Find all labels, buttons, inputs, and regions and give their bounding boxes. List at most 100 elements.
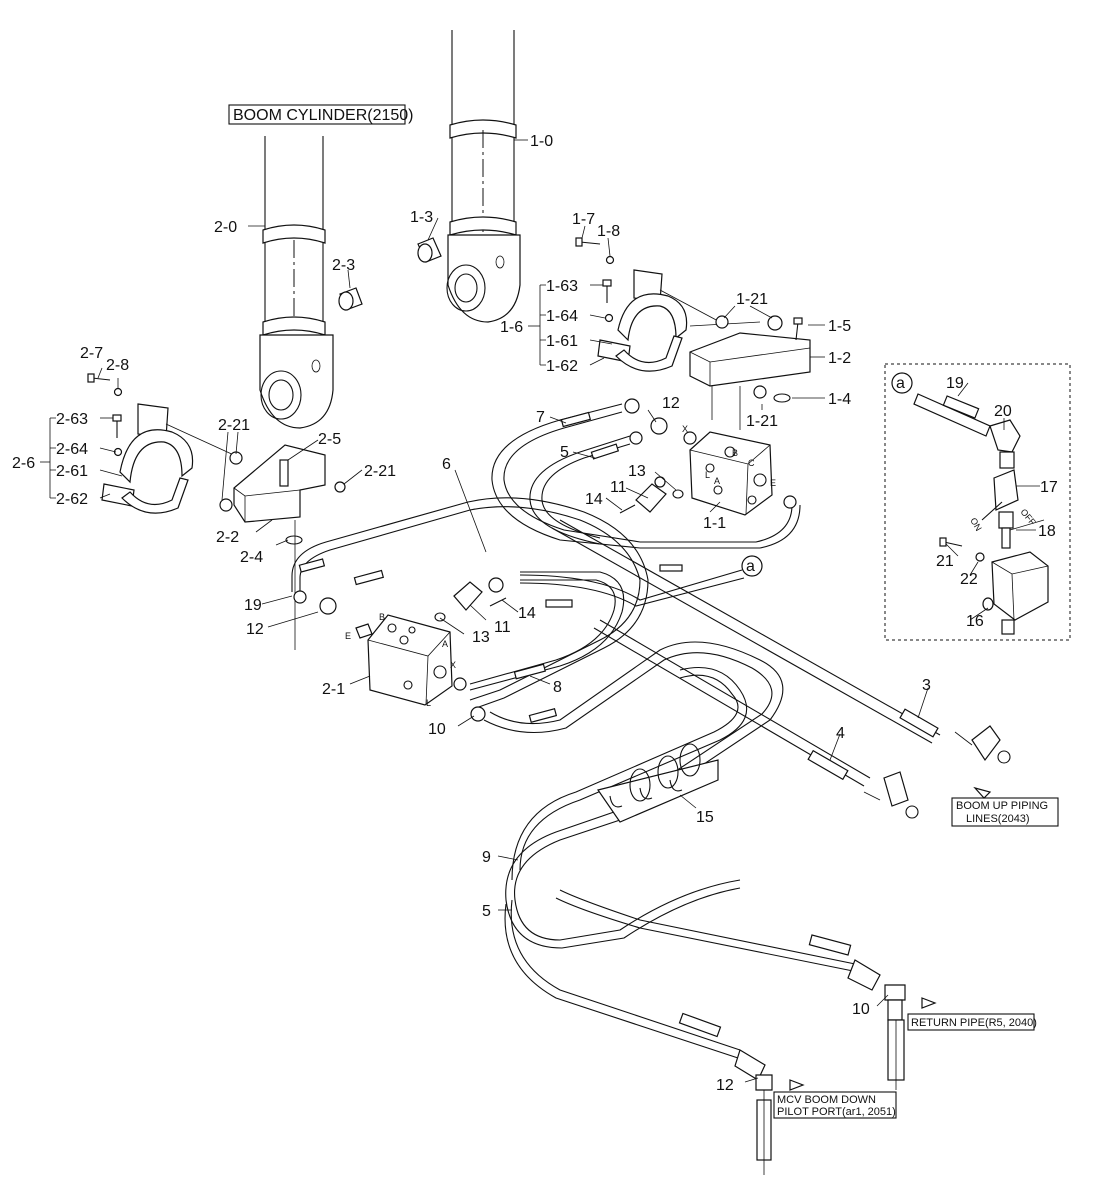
port-e-1-1: E: [770, 478, 776, 488]
callout-1-63: 1-63: [546, 278, 578, 295]
callout-1-6: 1-6: [500, 319, 523, 336]
callout-1-62: 1-62: [546, 358, 578, 375]
boom-up-label-line2: LINES(2043): [966, 813, 1030, 825]
hose-end-flanges: [863, 725, 1011, 819]
callout-2-8: 2-8: [106, 357, 129, 374]
callout-14-upper: 14: [585, 491, 603, 508]
tee-fittings: [734, 959, 906, 1175]
callout-2-61: 2-61: [56, 463, 88, 480]
port-letters: X B A L E C B A E X L OFF ON: [345, 424, 1038, 708]
inset-detail-a: [884, 363, 1071, 641]
callout-labels: 1-0 2-0 1-3 2-3 1-7 1-8 1-63 1-64 1-6 1-…: [12, 133, 1058, 1094]
callout-2-7: 2-7: [80, 345, 103, 362]
callout-14-lower: 14: [518, 605, 536, 622]
callout-11-lower: 11: [494, 619, 511, 636]
callout-2-6: 2-6: [12, 455, 35, 472]
bracket-2-2: [233, 444, 326, 650]
boom-cylinder-2: [259, 136, 334, 429]
port-b-1-1: B: [732, 448, 738, 458]
boom-cylinder-1: [446, 30, 521, 323]
callout-15: 15: [696, 809, 714, 826]
port-on: ON: [968, 516, 983, 533]
hose-fittings: [219, 315, 939, 1038]
mcv-label-line2: PILOT PORT(ar1, 2051): [777, 1106, 896, 1118]
marker-a-main: a: [746, 558, 755, 575]
callout-11-upper: 11: [610, 479, 627, 496]
callout-1-3: 1-3: [410, 209, 433, 226]
port-a-1-1: A: [714, 476, 720, 486]
callout-6: 6: [442, 456, 451, 473]
callout-2-63: 2-63: [56, 411, 88, 428]
callout-10-left: 10: [428, 721, 446, 738]
bracket-1-2: [689, 332, 811, 430]
callout-3: 3: [922, 677, 931, 694]
callout-2-21-left: 2-21: [218, 417, 250, 434]
hose-clamp-15: [597, 743, 719, 823]
callout-1-0: 1-0: [530, 133, 553, 150]
marker-a-inset: a: [896, 375, 905, 392]
valve-block-2-1: [355, 614, 453, 706]
callout-1-61: 1-61: [546, 333, 578, 350]
circled-a-markers: a a: [741, 372, 913, 577]
callout-22: 22: [960, 571, 978, 588]
port-b-2-1: B: [379, 612, 385, 622]
callout-1-4: 1-4: [828, 391, 851, 408]
callout-2-64: 2-64: [56, 441, 88, 458]
callout-13-upper: 13: [628, 463, 646, 480]
callout-1-7: 1-7: [572, 211, 595, 228]
callout-12-upper: 12: [662, 395, 680, 412]
callout-7: 7: [536, 409, 545, 426]
port-a-2-1: A: [442, 639, 448, 649]
callout-20: 20: [994, 403, 1012, 420]
mcv-label-line1: MCV BOOM DOWN: [777, 1094, 876, 1106]
label-box-mcv: MCV BOOM DOWN PILOT PORT(ar1, 2051): [773, 1091, 897, 1119]
callout-1-1: 1-1: [703, 515, 726, 532]
callout-4: 4: [836, 725, 845, 742]
callout-12-left: 12: [246, 621, 264, 638]
callout-2-4: 2-4: [240, 549, 263, 566]
valve-block-1-1: [689, 431, 773, 516]
clamp-assembly-1-6: [597, 269, 761, 372]
label-box-boom-cylinder: BOOM CYLINDER(2150): [228, 104, 414, 125]
port-x-2-1: X: [450, 660, 456, 670]
callout-1-2: 1-2: [828, 350, 851, 367]
port-e-2-1: E: [345, 631, 351, 641]
callout-16: 16: [966, 613, 984, 630]
callout-2-62: 2-62: [56, 491, 88, 508]
callout-2-5: 2-5: [318, 431, 341, 448]
callout-2-0: 2-0: [214, 219, 237, 236]
callout-2-2: 2-2: [216, 529, 239, 546]
callout-12-bottom: 12: [716, 1077, 734, 1094]
callout-21: 21: [936, 553, 954, 570]
port-x-1-1: X: [682, 424, 688, 434]
callout-1-21-top: 1-21: [736, 291, 768, 308]
callout-2-21-right: 2-21: [364, 463, 396, 480]
callout-10-right: 10: [852, 1001, 870, 1018]
callout-5-lower: 5: [482, 903, 491, 920]
callout-1-21-bottom: 1-21: [746, 413, 778, 430]
hose-lines: [291, 403, 941, 1059]
bolts-and-washers: [87, 237, 803, 611]
callout-18: 18: [1038, 523, 1056, 540]
callout-1-5: 1-5: [828, 318, 851, 335]
port-l-2-1: L: [426, 698, 431, 708]
port-l-1-1: L: [705, 470, 710, 480]
bushing-1-3: [417, 237, 442, 263]
boom-cylinder-label: BOOM CYLINDER(2150): [233, 107, 414, 124]
leader-lines: [40, 139, 1040, 1083]
callout-5-upper: 5: [560, 444, 569, 461]
flow-arrows: [789, 786, 992, 1091]
callout-8: 8: [553, 679, 562, 696]
callout-2-1: 2-1: [322, 681, 345, 698]
label-box-return-pipe: RETURN PIPE(R5, 2040): [907, 1013, 1037, 1031]
port-c-1-1: C: [748, 458, 755, 468]
label-box-boom-up: BOOM UP PIPING LINES(2043): [951, 797, 1059, 827]
port-off: OFF: [1018, 507, 1038, 528]
callout-19-left: 19: [244, 597, 262, 614]
callout-1-8: 1-8: [597, 223, 620, 240]
callout-1-64: 1-64: [546, 308, 578, 325]
bushing-2-3: [338, 287, 363, 311]
return-pipe-label: RETURN PIPE(R5, 2040): [911, 1017, 1037, 1029]
callout-2-3: 2-3: [332, 257, 355, 274]
